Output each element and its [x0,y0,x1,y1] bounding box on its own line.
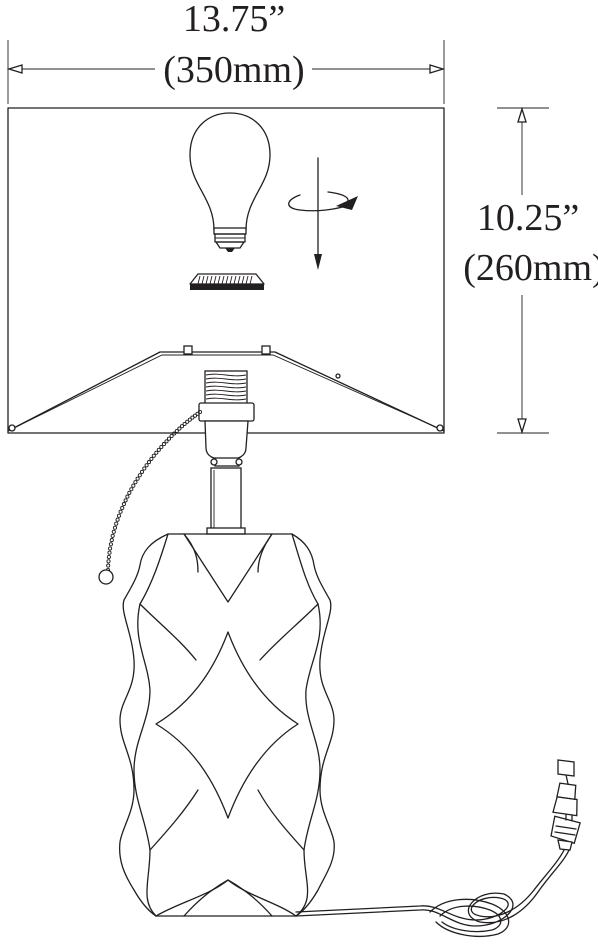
arrowhead-down [517,418,527,435]
pull-chain-knob [98,569,114,585]
width-mm-label: (350mm) [163,49,304,91]
shade-ring-icon [189,273,265,290]
height-dimension: 10.25” (260mm) [463,106,598,435]
socket [198,370,255,467]
light-bulb-icon [189,112,271,252]
rotate-direction-icon [288,157,358,270]
width-inches-label: 13.75” [183,0,285,40]
height-inches-label: 10.25” [477,197,579,239]
width-dimension: 13.75” (350mm) [6,0,446,104]
arrowhead-left [6,64,23,74]
lamp-body [118,533,335,917]
pull-chain [105,409,203,573]
height-mm-label: (260mm) [463,247,598,289]
arrowhead-up [517,106,527,123]
lamp-neck [206,467,246,535]
arrowhead-right [429,64,446,74]
power-plug-icon [550,759,581,851]
power-cord [295,845,571,937]
